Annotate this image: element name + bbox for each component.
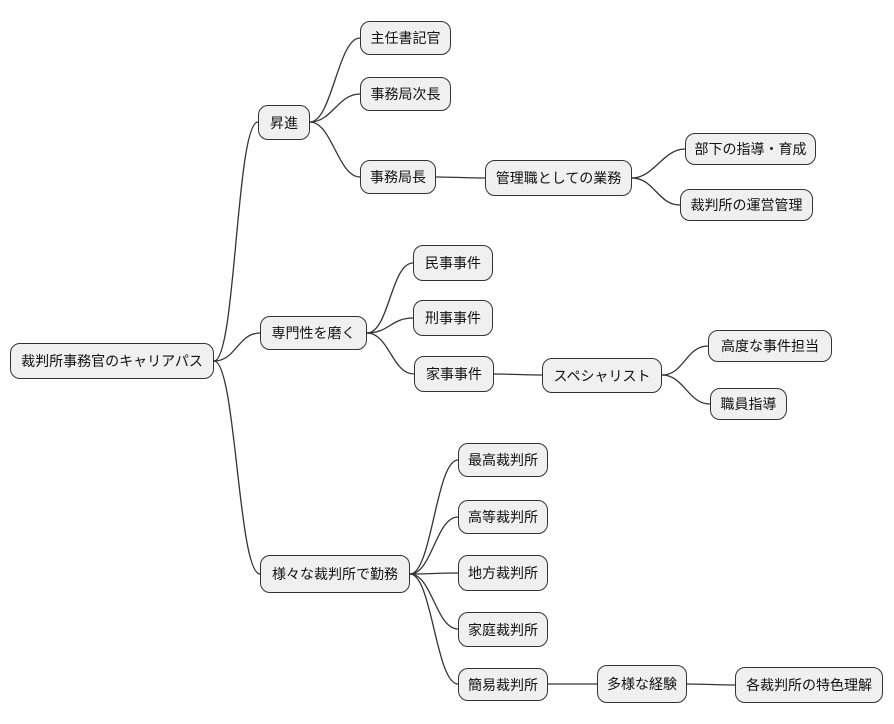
node-chief-clerk: 主任書記官 <box>360 21 451 55</box>
node-advanced-cases: 高度な事件担当 <box>708 330 832 362</box>
edge-root-various-courts <box>213 360 261 575</box>
edge-various-courts-family-court <box>409 573 459 630</box>
node-high-court: 高等裁判所 <box>458 500 548 534</box>
edge-promotion-deputy-secretary-general <box>309 93 361 123</box>
edge-various-courts-supreme-court <box>409 459 459 575</box>
node-secretary-general: 事務局長 <box>360 160 436 194</box>
edge-expertise-family-cases <box>366 332 415 375</box>
edge-specialist-staff-guidance <box>661 374 711 405</box>
node-family-cases: 家事事件 <box>414 356 494 392</box>
edge-secretary-general-managerial-duties <box>435 176 486 179</box>
edge-expertise-criminal-cases <box>366 317 414 334</box>
node-build-expertise: 専門性を磨く <box>260 316 367 350</box>
edge-various-courts-district-court <box>409 572 459 575</box>
node-various-courts: 様々な裁判所で勤務 <box>260 555 410 593</box>
node-managerial-duties: 管理職としての業務 <box>485 160 632 196</box>
node-court-characteristics: 各裁判所の特色理解 <box>735 667 883 703</box>
edge-managerial-duties-court-administration <box>631 177 681 206</box>
edge-root-expertise <box>213 332 261 362</box>
node-staff-development: 部下の指導・育成 <box>685 133 816 165</box>
node-deputy-secretary-general: 事務局次長 <box>360 77 451 111</box>
node-criminal-cases: 刑事事件 <box>413 300 493 336</box>
node-summary-court: 簡易裁判所 <box>458 668 548 701</box>
node-promotion: 昇進 <box>258 105 310 140</box>
edge-expertise-civil-cases <box>366 262 414 334</box>
node-career-path-root: 裁判所事務官のキャリアパス <box>10 343 214 379</box>
edge-family-cases-specialist <box>493 373 543 376</box>
edge-promotion-secretary-general <box>309 121 361 178</box>
node-diverse-experience: 多様な経験 <box>597 665 687 703</box>
node-family-court: 家庭裁判所 <box>458 612 548 647</box>
node-supreme-court: 最高裁判所 <box>458 443 548 477</box>
edge-managerial-duties-staff-development <box>631 148 686 179</box>
edge-specialist-advanced-cases <box>661 345 709 376</box>
node-civil-cases: 民事事件 <box>413 245 493 281</box>
node-specialist: スペシャリスト <box>542 358 662 393</box>
edge-various-courts-summary-court <box>409 573 459 685</box>
node-district-court: 地方裁判所 <box>458 555 548 591</box>
edge-root-promotion <box>213 121 259 362</box>
edge-promotion-chief-clerk <box>309 37 361 123</box>
edge-various-courts-high-court <box>409 516 459 575</box>
node-court-administration: 裁判所の運営管理 <box>680 189 813 221</box>
edge-diverse-experience-court-characteristics <box>686 683 736 686</box>
node-staff-guidance: 職員指導 <box>710 388 787 420</box>
